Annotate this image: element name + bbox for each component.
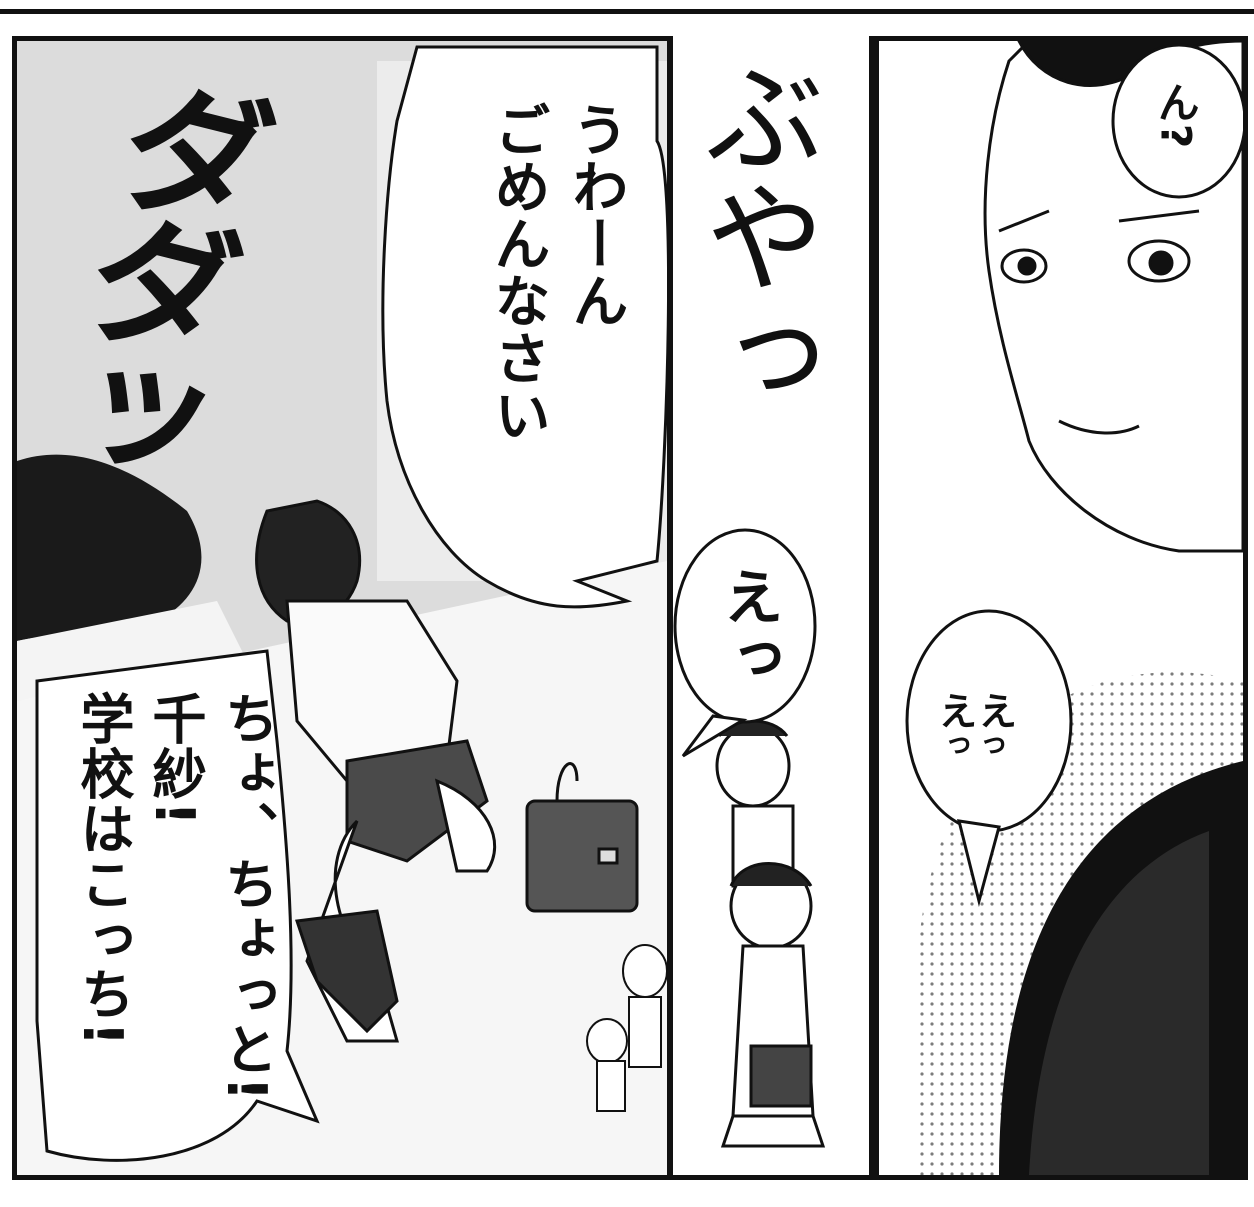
speech-bubble-ee-outline xyxy=(905,609,1073,907)
bystanders xyxy=(586,944,667,1112)
kids-figures xyxy=(715,719,826,1148)
top-panel-edge xyxy=(0,0,1254,14)
panel-middle: ぶやっ えっ xyxy=(668,36,874,1180)
bubble-ee-line-2: っっ xyxy=(945,726,1016,759)
bubble-top-line-1: うわーん xyxy=(563,101,628,330)
speech-bubble-bottom-outline xyxy=(35,649,320,1162)
bubble-bottom-line-3: 学校はこっち! xyxy=(71,691,134,1048)
panel-right: ん? ええ っっ xyxy=(874,36,1248,1180)
speech-bubble-bottom: ちょ、ちょっと! 千紗! 学校はこっち! xyxy=(57,691,278,1171)
school-bag xyxy=(525,762,639,913)
bubble-top-line-2: ごめんなさい xyxy=(485,101,550,444)
speech-bubble-n-outline xyxy=(1111,43,1243,199)
bubble-bottom-line-2: 千紗! xyxy=(143,691,206,827)
sfx-buya: ぶやっ xyxy=(684,56,823,416)
running-girl xyxy=(255,499,497,1043)
speech-bubble-n: ん? xyxy=(1151,81,1201,150)
bubble-ee-line-1: ええ xyxy=(939,690,1019,734)
speech-bubble-top: うわーん ごめんなさい xyxy=(427,101,628,541)
bubble-bottom-line-1: ちょ、ちょっと! xyxy=(215,691,278,1103)
speech-bubble-ee: ええ っっ xyxy=(939,681,1049,771)
panel-left: ダダッ うわーん ごめんなさい ちょ、ちょっと! 千紗! 学校はこっち! xyxy=(12,36,672,1180)
speech-bubble-top-outline xyxy=(381,45,667,609)
speech-bubble-e: えっ xyxy=(713,566,783,689)
speech-bubble-e-outline xyxy=(673,528,817,758)
